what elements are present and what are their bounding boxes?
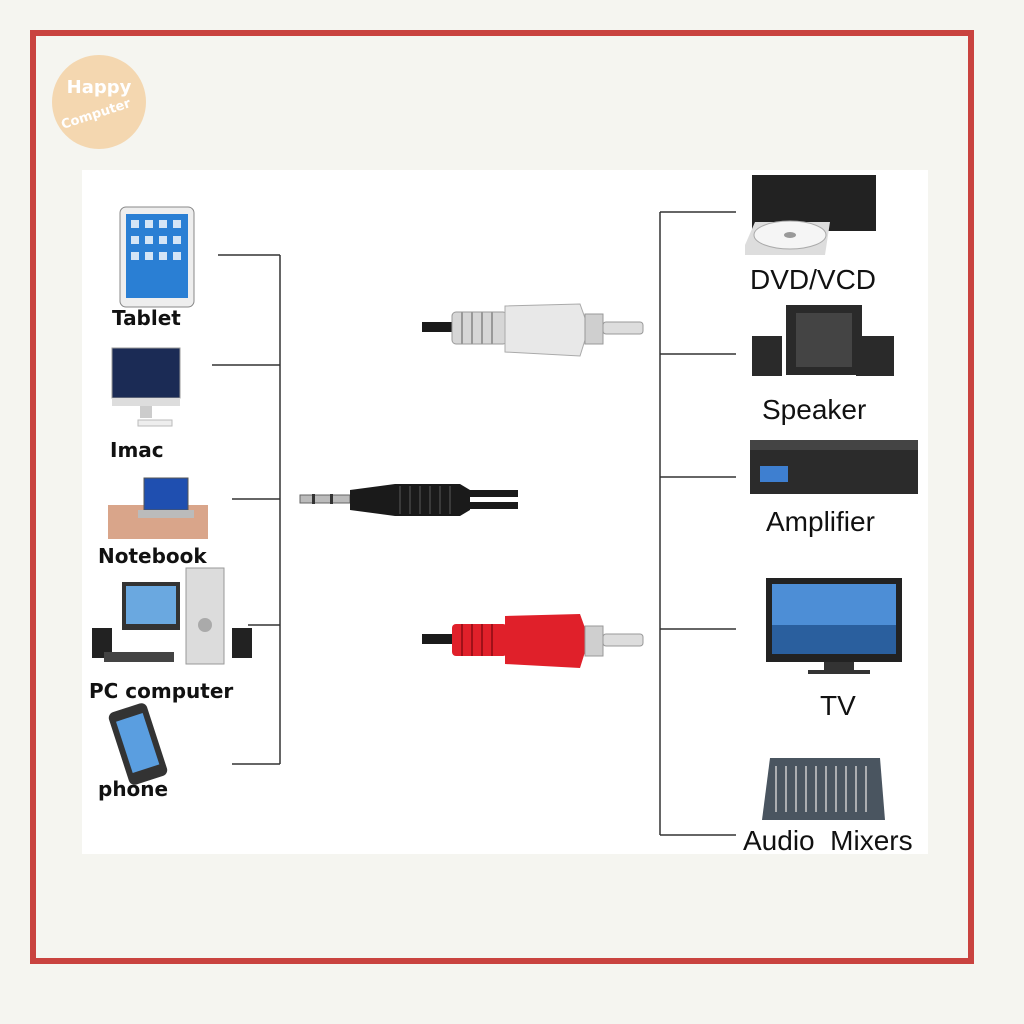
destination-label-tv: TV — [820, 690, 856, 721]
red-rca-plug-icon — [422, 614, 644, 668]
imac-icon — [111, 347, 181, 427]
amplifier-icon — [750, 440, 918, 494]
notebook-icon — [108, 477, 208, 539]
source-label-imac: Imac — [110, 438, 164, 462]
destination-connector-lines — [659, 211, 736, 836]
logo-text-happy: Happy — [66, 77, 132, 98]
white-rca-plug-icon — [422, 303, 644, 357]
source-label-pc-computer: PC computer — [89, 679, 234, 703]
source-label-phone: phone — [98, 777, 169, 801]
dvd-player-icon — [745, 175, 876, 255]
destination-label-dvd-vcd: DVD/VCD — [750, 264, 877, 295]
brand-logo: Happy Computer — [52, 55, 146, 149]
diagram-panel — [82, 170, 928, 854]
destination-label-amplifier: Amplifier — [766, 506, 875, 537]
aux-jack-plug-icon — [299, 484, 518, 516]
tablet-icon — [119, 206, 195, 308]
phone-icon — [108, 703, 168, 785]
audio-mixer-icon — [762, 758, 885, 820]
pc-computer-icon — [92, 567, 252, 665]
tv-icon — [766, 578, 902, 674]
source-label-notebook: Notebook — [98, 544, 207, 568]
page-frame — [30, 30, 974, 964]
destination-label-speaker: Speaker — [762, 394, 867, 425]
destination-label-audio-mixers: Audio Mixers — [743, 825, 913, 856]
source-connector-lines — [212, 254, 281, 765]
source-label-tablet: Tablet — [112, 306, 181, 330]
speaker-icon — [752, 305, 894, 376]
